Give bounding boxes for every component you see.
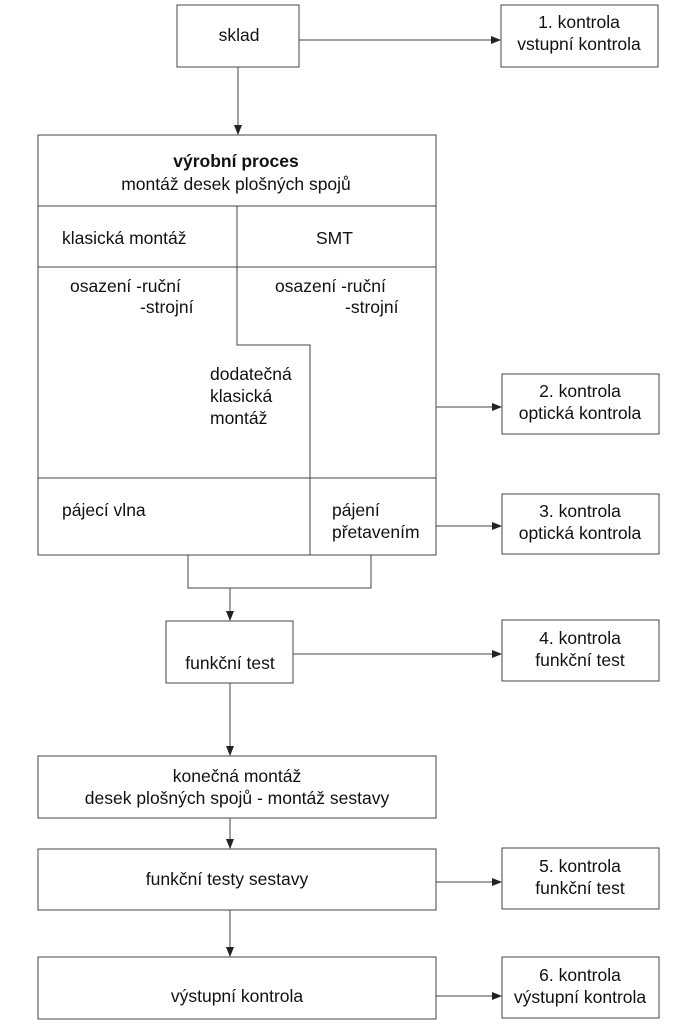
final-assembly-line2: desek plošných spojů - montáž sestavy (84, 788, 390, 808)
control-5-desc: funkční test (535, 878, 625, 898)
process-title: výrobní proces (173, 151, 299, 171)
control-3-desc: optická kontrola (518, 523, 642, 543)
reflow-line1: pájení (332, 500, 380, 520)
functional-test-label: funkční test (185, 653, 275, 673)
control-1-title: 1. kontrola (538, 12, 620, 32)
control-2-title: 2. kontrola (539, 381, 621, 401)
extra-assembly-line2: klasická (210, 386, 273, 406)
sklad-label: sklad (218, 25, 260, 45)
extra-assembly-line3: montáž (210, 408, 268, 428)
assembly-tests-box (37, 848, 437, 911)
control-1-desc: vstupní kontrola (517, 34, 641, 54)
output-check-box (37, 956, 437, 1020)
control-5-box (501, 847, 660, 910)
control-3-box (501, 493, 660, 555)
smt-placement-line1: osazení -ruční (275, 276, 386, 296)
smt-placement-line2: -strojní (345, 297, 399, 317)
reflow-line2: přetavením (332, 522, 420, 542)
classic-placement-line1: osazení -ruční (70, 276, 181, 296)
control-4-box (501, 619, 660, 682)
classic-placement-line2: -strojní (140, 297, 194, 317)
final-assembly-line1: konečná montáž (172, 766, 302, 786)
control-3-title: 3. kontrola (539, 501, 621, 521)
control-4-desc: funkční test (535, 650, 625, 670)
control-4-title: 4. kontrola (539, 628, 621, 648)
process-box (37, 134, 437, 556)
control-2-box (501, 373, 660, 435)
output-check-label: výstupní kontrola (170, 986, 304, 1006)
extra-assembly-line1: dodatečná (210, 364, 292, 384)
control-1-box (500, 4, 659, 68)
control-6-desc: výstupní kontrola (513, 987, 647, 1007)
control-2-desc: optická kontrola (518, 403, 642, 423)
assembly-tests-label: funkční testy sestavy (145, 869, 309, 889)
control-6-box (501, 956, 660, 1019)
smt-label: SMT (316, 228, 353, 248)
process-subtitle: montáž desek plošných spojů (121, 174, 351, 194)
control-5-title: 5. kontrola (539, 856, 621, 876)
final-assembly-box (37, 755, 437, 819)
control-6-title: 6. kontrola (539, 965, 621, 985)
classic-assembly-label: klasická montáž (62, 228, 187, 248)
wave-soldering-label: pájecí vlna (62, 500, 146, 520)
